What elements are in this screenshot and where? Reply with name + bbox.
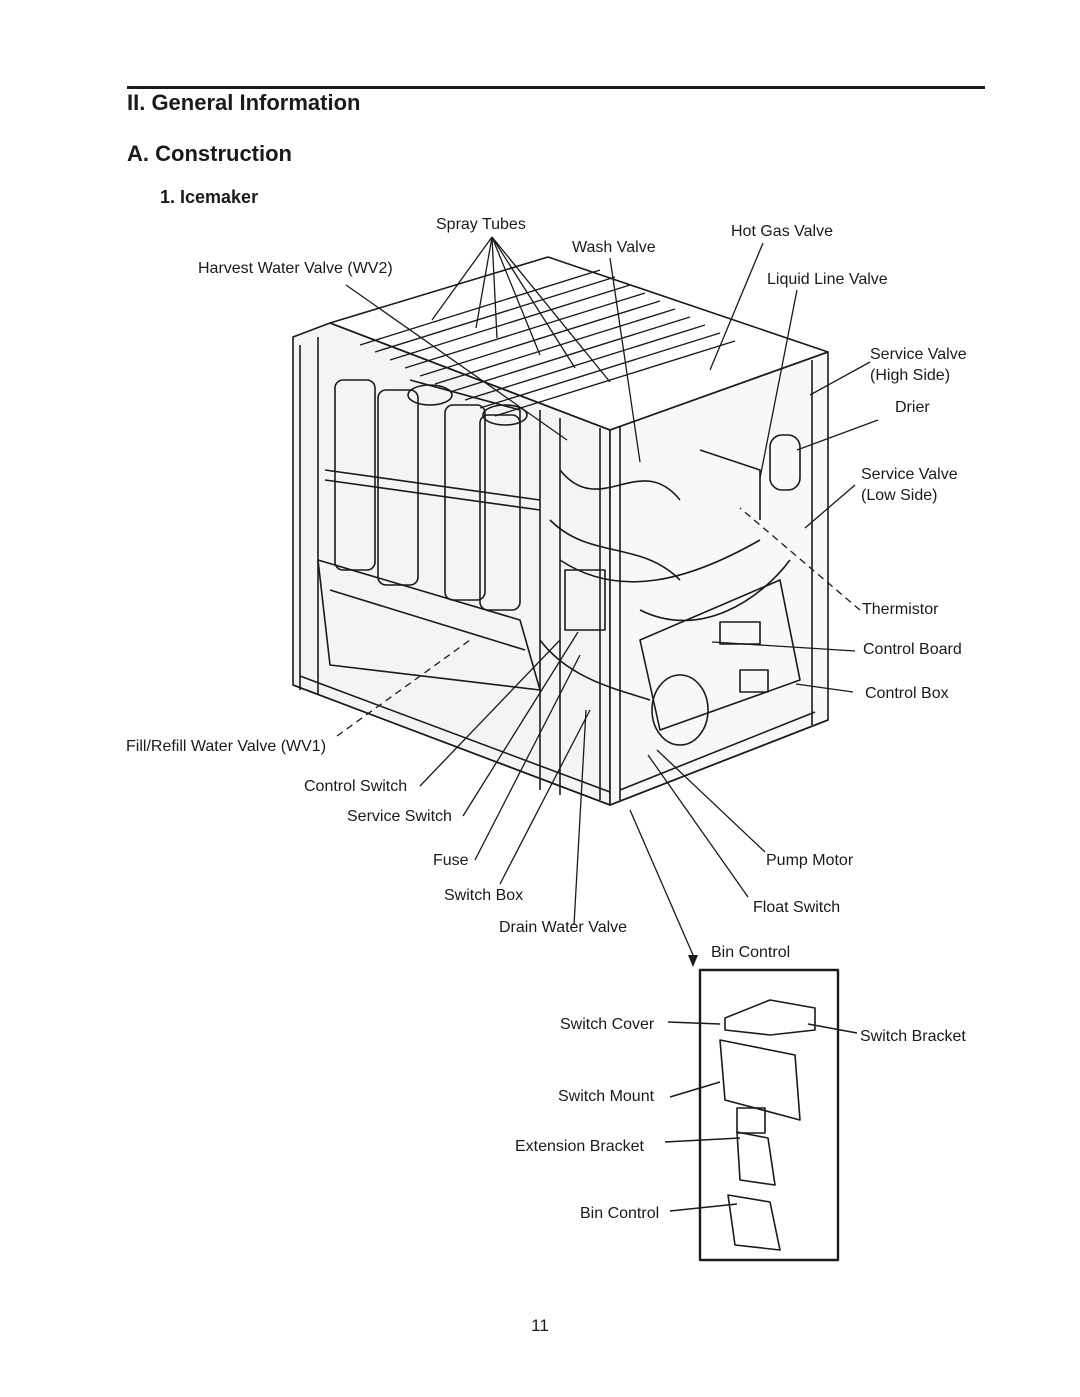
label-control-box: Control Box (865, 685, 949, 702)
label-low-side: (Low Side) (861, 487, 938, 504)
label-service-valve-low: Service Valve (861, 466, 958, 483)
icemaker-cabinet (292, 256, 829, 806)
arrow-head (688, 955, 698, 967)
label-float-switch: Float Switch (753, 899, 841, 916)
label-liquid-line-valve: Liquid Line Valve (767, 271, 888, 288)
label-switch-bracket: Switch Bracket (860, 1028, 966, 1045)
drier-component (769, 434, 801, 491)
label-control-board: Control Board (863, 641, 962, 658)
label-extension-bracket: Extension Bracket (515, 1138, 644, 1155)
label-wash-valve: Wash Valve (572, 239, 656, 256)
header-rule (127, 86, 985, 89)
subsection-title: A. Construction (127, 141, 292, 166)
refrigeration-piping (407, 379, 791, 701)
label-fill-refill-water-valve: Fill/Refill Water Valve (WV1) (126, 738, 327, 755)
label-hot-gas-valve: Hot Gas Valve (731, 223, 833, 240)
label-thermistor: Thermistor (862, 601, 939, 618)
label-drier: Drier (895, 399, 930, 416)
bin-control-inset (664, 968, 858, 1262)
switch-mount-part (736, 1107, 766, 1134)
bin-control-part (727, 1194, 781, 1251)
switch-cover-part (719, 1039, 801, 1121)
label-switch-cover: Switch Cover (560, 1016, 655, 1033)
label-spray-tubes: Spray Tubes (436, 216, 526, 233)
evaporators (324, 379, 541, 611)
page-number: 11 (531, 1316, 549, 1335)
spray-tubes (359, 269, 736, 417)
extension-bracket-part (736, 1131, 776, 1186)
switch-bracket-part (724, 999, 816, 1036)
leader-lines (336, 236, 879, 956)
label-bin-control: Bin Control (580, 1205, 660, 1222)
water-tank (317, 559, 541, 691)
label-switch-box: Switch Box (444, 887, 524, 904)
label-high-side: (High Side) (870, 367, 951, 384)
pump-motor-component (651, 674, 709, 746)
label-control-switch: Control Switch (304, 778, 408, 795)
label-harvest-water-valve: Harvest Water Valve (WV2) (198, 260, 393, 277)
section-title: II. General Information (127, 90, 361, 115)
label-drain-water-valve: Drain Water Valve (499, 919, 628, 936)
switch-box-component (564, 569, 606, 631)
label-service-switch: Service Switch (347, 808, 452, 825)
label-switch-mount: Switch Mount (558, 1088, 655, 1105)
part-title: 1. Icemaker (160, 187, 259, 207)
label-bin-control-title: Bin Control (711, 944, 791, 961)
label-service-valve-high: Service Valve (870, 346, 967, 363)
label-fuse: Fuse (433, 852, 469, 869)
label-pump-motor: Pump Motor (766, 852, 854, 869)
